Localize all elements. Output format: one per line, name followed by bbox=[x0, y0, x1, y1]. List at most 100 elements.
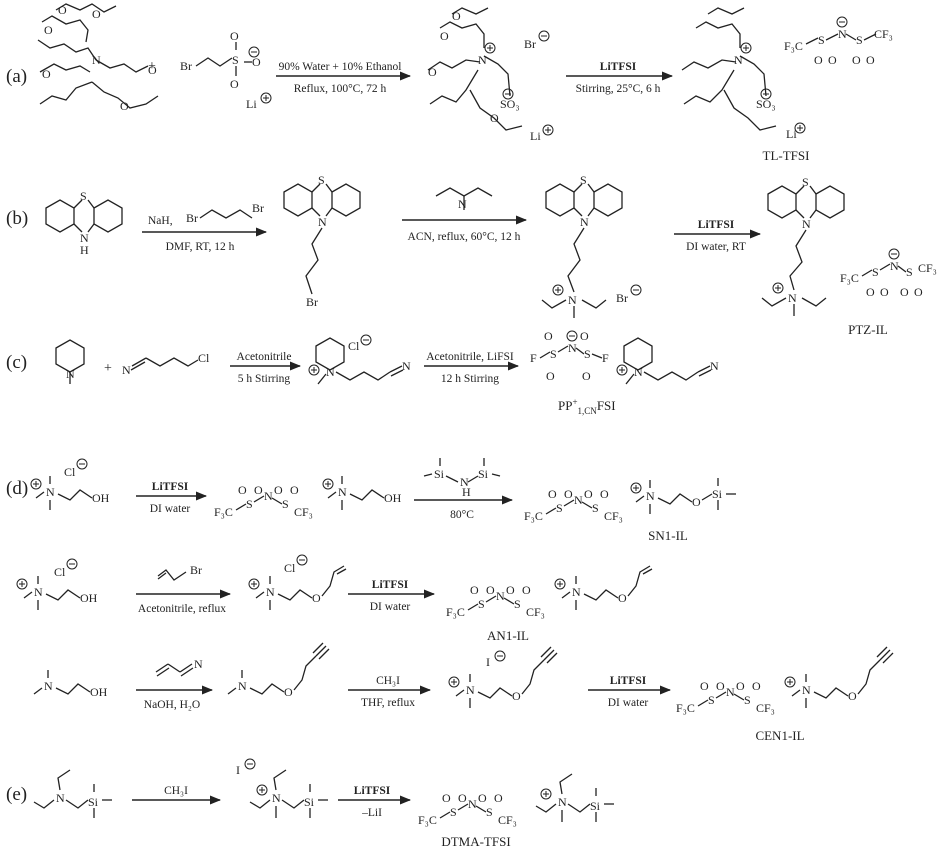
svg-text:CF₃: CF₃ bbox=[294, 505, 313, 519]
svg-text:N: N bbox=[802, 217, 811, 231]
svg-text:O: O bbox=[458, 791, 467, 805]
row-e-tag: (e) bbox=[6, 784, 27, 805]
svg-text:N: N bbox=[496, 589, 505, 603]
row-c-arrow-2: Acetonitrile, LiFSI 12 h Stirring bbox=[424, 351, 520, 385]
svg-text:O: O bbox=[580, 329, 589, 343]
row-c-intermediate: N N Cl bbox=[308, 334, 411, 385]
svg-text:F₃C: F₃C bbox=[784, 39, 803, 53]
row-d3-arrow-2: CH₃I THF, reflux bbox=[348, 675, 432, 709]
svg-text:N: N bbox=[46, 485, 55, 499]
svg-text:OH: OH bbox=[92, 491, 110, 505]
svg-text:O: O bbox=[148, 63, 157, 77]
svg-text:F₃C: F₃C bbox=[418, 813, 437, 827]
svg-text:N: N bbox=[272, 791, 281, 805]
svg-text:OH: OH bbox=[384, 491, 402, 505]
row-b-arrow-3: LiTFSI DI water, RT bbox=[674, 219, 762, 253]
svg-text:O: O bbox=[44, 23, 53, 37]
row-d3-intermediate-1: N O bbox=[227, 642, 330, 699]
svg-text:DI water: DI water bbox=[150, 503, 191, 515]
svg-text:12 h Stirring: 12 h Stirring bbox=[441, 373, 499, 385]
svg-text:N: N bbox=[44, 679, 53, 693]
svg-text:CF₃: CF₃ bbox=[918, 261, 937, 275]
svg-text:O: O bbox=[848, 689, 857, 703]
svg-text:O: O bbox=[814, 53, 823, 67]
svg-text:Cl: Cl bbox=[348, 339, 360, 353]
svg-text:DI water, RT: DI water, RT bbox=[686, 241, 746, 253]
svg-text:Br: Br bbox=[252, 201, 264, 215]
svg-text:O: O bbox=[58, 3, 67, 17]
svg-text:F: F bbox=[602, 351, 609, 365]
svg-text:O: O bbox=[506, 583, 515, 597]
row-c-reactant-chlorobutyronitrile: N Cl bbox=[122, 351, 210, 377]
row-c-product: F S N S F O O O O N N bbox=[530, 329, 719, 385]
svg-text:N: N bbox=[634, 365, 643, 379]
svg-text:N: N bbox=[734, 53, 743, 67]
svg-text:O: O bbox=[716, 679, 725, 693]
row-b-arrow-2: N ACN, reflux, 60°C, 12 h bbox=[402, 187, 528, 243]
svg-text:Li: Li bbox=[786, 127, 797, 141]
svg-text:N: N bbox=[194, 657, 203, 671]
svg-text:H: H bbox=[80, 243, 89, 257]
svg-text:Reflux, 100°C, 72 h: Reflux, 100°C, 72 h bbox=[294, 83, 387, 95]
svg-text:O: O bbox=[548, 487, 557, 501]
svg-text:O: O bbox=[312, 591, 321, 605]
row-e-intermediate: N Si I bbox=[236, 758, 328, 818]
row-e-product-name: DTMA-TFSI bbox=[441, 834, 510, 849]
row-a-plus: + bbox=[148, 59, 156, 74]
svg-text:H: H bbox=[462, 485, 471, 499]
row-d3-product-name: CEN1-IL bbox=[755, 728, 804, 743]
svg-text:O: O bbox=[274, 483, 283, 497]
row-d2-arrow-2: LiTFSI DI water bbox=[348, 579, 436, 613]
row-d2-arrow-1: Br Acetonitrile, reflux bbox=[136, 563, 232, 615]
svg-text:N: N bbox=[402, 359, 411, 373]
svg-text:O: O bbox=[120, 99, 129, 113]
svg-text:Li: Li bbox=[530, 129, 541, 143]
svg-text:O: O bbox=[92, 7, 101, 21]
svg-text:OH: OH bbox=[90, 685, 108, 699]
svg-text:O: O bbox=[618, 591, 627, 605]
svg-text:N: N bbox=[710, 359, 719, 373]
row-a-product-name: TL-TFSI bbox=[763, 148, 810, 163]
row-b-tag: (b) bbox=[6, 208, 28, 229]
svg-text:N: N bbox=[568, 341, 577, 355]
row-e-product: F₃C S N S CF₃ O O O O N Si bbox=[418, 773, 614, 827]
row-a-reactant-amine: O O O N O O O bbox=[37, 3, 159, 113]
svg-text:Br: Br bbox=[186, 211, 198, 225]
row-d-tag: (d) bbox=[6, 478, 28, 499]
svg-text:O: O bbox=[544, 329, 553, 343]
row-d3-reactant-dimethylethanolamine: N OH bbox=[33, 670, 108, 699]
svg-text:S: S bbox=[592, 501, 599, 515]
svg-text:S: S bbox=[856, 33, 863, 47]
svg-text:S: S bbox=[246, 497, 253, 511]
svg-text:F₃C: F₃C bbox=[676, 701, 695, 715]
svg-text:O: O bbox=[42, 67, 51, 81]
svg-text:NaOH, H₂O: NaOH, H₂O bbox=[144, 699, 200, 711]
svg-text:O: O bbox=[914, 285, 923, 299]
svg-text:N: N bbox=[34, 585, 43, 599]
svg-text:S: S bbox=[584, 347, 591, 361]
svg-text:O: O bbox=[230, 77, 239, 91]
svg-text:N: N bbox=[238, 679, 247, 693]
row-a-product: N SO₃ Li F₃C S N S CF₃ O O O bbox=[681, 7, 893, 141]
svg-text:O: O bbox=[564, 487, 573, 501]
svg-text:N: N bbox=[326, 365, 335, 379]
svg-text:N: N bbox=[574, 493, 583, 507]
svg-text:O: O bbox=[546, 369, 555, 383]
svg-text:N: N bbox=[264, 489, 273, 503]
row-a-intermediate: O O N O SO₃ O Br Li bbox=[427, 7, 554, 143]
svg-text:CH₃I: CH₃I bbox=[164, 785, 188, 797]
svg-text:S: S bbox=[580, 173, 587, 187]
svg-text:CF₃: CF₃ bbox=[874, 27, 893, 41]
svg-text:O: O bbox=[230, 29, 239, 43]
svg-text:Br: Br bbox=[616, 291, 628, 305]
svg-text:SO₃: SO₃ bbox=[500, 97, 520, 111]
row-e-reactant-silylamine: N Si bbox=[33, 769, 112, 818]
row-d: (d) N OH Cl LiTFSI DI water F₃C S N bbox=[6, 458, 736, 543]
svg-text:I: I bbox=[236, 763, 240, 777]
row-d2-product: F₃C S N S CF₃ O O O O N O bbox=[446, 565, 653, 619]
svg-text:O: O bbox=[478, 791, 487, 805]
svg-text:Acetonitrile, reflux: Acetonitrile, reflux bbox=[138, 603, 226, 615]
svg-text:N: N bbox=[56, 791, 65, 805]
svg-text:NaH,: NaH, bbox=[148, 215, 173, 227]
